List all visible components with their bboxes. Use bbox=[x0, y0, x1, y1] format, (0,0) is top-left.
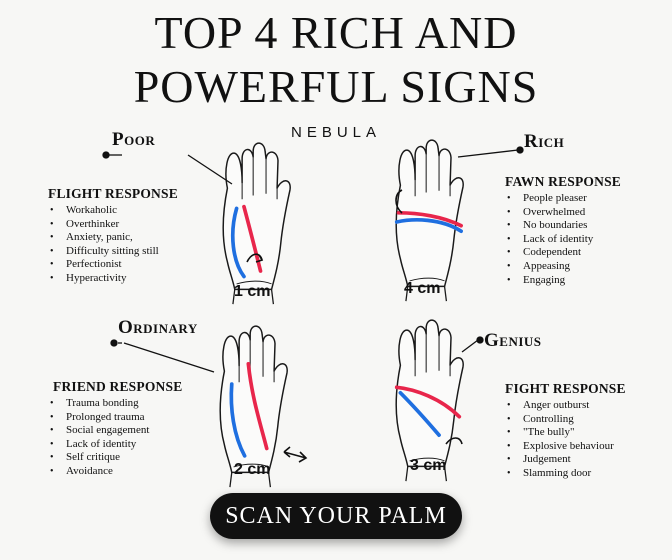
trait-item: Prolonged trauma bbox=[48, 411, 149, 425]
hand-rich bbox=[394, 139, 464, 302]
trait-item: Overthinker bbox=[48, 218, 159, 232]
arrow-ordinary bbox=[283, 446, 308, 463]
trait-item: People pleaser bbox=[505, 192, 593, 206]
trait-item: Anger outburst bbox=[505, 399, 614, 413]
trait-item: Difficulty sitting still bbox=[48, 245, 159, 259]
sign-title-poor: Poor bbox=[112, 129, 156, 150]
sign-title-rich: Rich bbox=[524, 131, 565, 152]
trait-list-genius: Anger outburst Controlling "The bully" E… bbox=[505, 399, 614, 481]
measure-genius: 3 cm bbox=[410, 457, 447, 474]
trait-item: Perfectionist bbox=[48, 258, 159, 272]
hand-genius bbox=[394, 319, 464, 482]
trait-item: Codependent bbox=[505, 246, 593, 260]
trait-list-rich: People pleaser Overwhelmed No boundaries… bbox=[505, 192, 593, 287]
trait-item: Workaholic bbox=[48, 204, 159, 218]
trait-item: Controlling bbox=[505, 413, 614, 427]
trait-list-ordinary: Trauma bonding Prolonged trauma Social e… bbox=[48, 397, 149, 479]
trait-item: Anxiety, panic, bbox=[48, 231, 159, 245]
sign-title-ordinary: Ordinary bbox=[118, 317, 198, 338]
trait-item: Hyperactivity bbox=[48, 272, 159, 286]
hand-ordinary bbox=[219, 325, 288, 488]
trait-item: Social engagement bbox=[48, 424, 149, 438]
trait-item: Slamming door bbox=[505, 467, 614, 481]
trait-item: Explosive behaviour bbox=[505, 440, 614, 454]
trait-item: No boundaries bbox=[505, 219, 593, 233]
title-line-1: TOP 4 RICH AND bbox=[154, 7, 518, 58]
trait-item: Engaging bbox=[505, 274, 593, 288]
arrow-rich bbox=[395, 189, 403, 214]
trait-item: Overwhelmed bbox=[505, 206, 593, 220]
scan-palm-button[interactable]: SCAN YOUR PALM bbox=[210, 493, 462, 539]
trait-item: "The bully" bbox=[505, 426, 614, 440]
title-line-2: POWERFUL SIGNS bbox=[133, 61, 539, 112]
measure-ordinary: 2 cm bbox=[234, 461, 271, 478]
trait-item: Lack of identity bbox=[48, 438, 149, 452]
trait-item: Judgement bbox=[505, 453, 614, 467]
response-title-ordinary: FRIEND RESPONSE bbox=[53, 379, 183, 394]
brand-name: NEBULA bbox=[290, 124, 382, 141]
response-title-poor: FLIGHT RESPONSE bbox=[48, 186, 178, 201]
sign-title-genius: Genius bbox=[484, 330, 542, 351]
response-title-rich: FAWN RESPONSE bbox=[505, 174, 621, 189]
trait-list-poor: Workaholic Overthinker Anxiety, panic, D… bbox=[48, 204, 159, 286]
arrow-genius bbox=[445, 437, 463, 445]
response-title-genius: FIGHT RESPONSE bbox=[505, 381, 626, 396]
trait-item: Lack of identity bbox=[505, 233, 593, 247]
trait-item: Avoidance bbox=[48, 465, 149, 479]
measure-poor: 1 cm bbox=[234, 283, 271, 300]
trait-item: Trauma bonding bbox=[48, 397, 149, 411]
trait-item: Appeasing bbox=[505, 260, 593, 274]
measure-rich: 4 cm bbox=[404, 280, 441, 297]
trait-item: Self critique bbox=[48, 451, 149, 465]
hand-poor bbox=[222, 142, 291, 305]
